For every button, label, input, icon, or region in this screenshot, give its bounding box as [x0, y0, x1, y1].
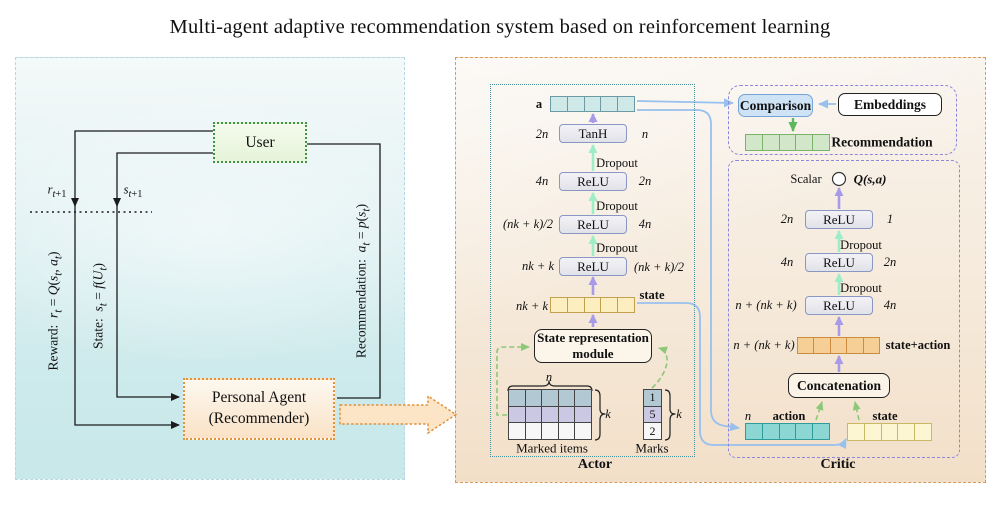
tanh-left-dim: 2n	[535, 126, 549, 141]
recommendation-equation-label: Recommendation: at = p(st)	[353, 203, 373, 359]
blue-routing-lines	[636, 98, 847, 450]
recommendation-vector	[745, 134, 830, 151]
figure-title: Multi-agent adaptive recommendation syst…	[169, 16, 831, 38]
action-vector-label: action	[772, 408, 806, 423]
relu1-left-dim: 4n	[535, 173, 549, 188]
scalar-output-node	[831, 171, 847, 187]
critic-relu-layer-3: ReLU	[805, 296, 873, 315]
critic-section-box	[728, 160, 960, 458]
module-label-line2: module	[572, 346, 614, 361]
recommendation-label: Recommendation	[831, 134, 933, 150]
actor-dropout-label-2: Dropout	[596, 198, 638, 213]
state-vector-dim: nk + k	[515, 298, 549, 313]
state-action-dim: n + (nk + k)	[733, 337, 795, 352]
recommendation-section-box	[728, 85, 957, 155]
marks-caption: Marks	[635, 440, 669, 456]
concatenation-label: Concatenation	[797, 377, 881, 393]
state-equation-label: State: st = f(Ut)	[90, 263, 110, 349]
critic-relu3-right-dim: 4n	[883, 297, 897, 312]
actor-relu-layer-3: ReLU	[559, 257, 627, 276]
actor-dropout-label-1: Dropout	[596, 155, 638, 170]
critic-relu2-left-dim: 4n	[780, 254, 794, 269]
actor-relu-layer-2: ReLU	[559, 215, 627, 234]
relu3-right-dim: (nk + k)/2	[633, 259, 685, 274]
actor-dropout-label-3: Dropout	[596, 240, 638, 255]
state-representation-module: State representation module	[534, 329, 652, 363]
critic-relu3-left-dim: n + (nk + k)	[735, 297, 797, 312]
state-vector-label: state	[639, 287, 665, 302]
mark-value: 1	[644, 390, 662, 407]
action-vector-dim: n	[744, 408, 752, 423]
critic-relu-layer-1: ReLU	[805, 210, 873, 229]
critic-relu1-right-dim: 1	[886, 211, 894, 226]
comparison-label: Comparison	[739, 97, 812, 113]
critic-section-label: Critic	[820, 457, 856, 472]
state-action-label: state+action	[885, 337, 951, 352]
critic-relu-layer-2: ReLU	[805, 253, 873, 272]
embeddings-box: Embeddings	[838, 93, 942, 116]
a-vector-label: a	[535, 96, 543, 111]
agent-to-network-arrow	[339, 394, 458, 435]
relu2-left-dim: (nk + k)/2	[502, 216, 554, 231]
green-dashed-arrows	[496, 343, 861, 421]
agent-label-line2: (Recommender)	[208, 410, 310, 427]
dimension-braces	[507, 380, 676, 441]
dropout-arrows	[588, 144, 844, 295]
mark-value: 5	[644, 406, 662, 424]
scalar-label: Scalar	[790, 171, 822, 186]
user-label: User	[245, 133, 275, 151]
critic-state-vector	[847, 423, 932, 441]
tanh-right-dim: n	[641, 126, 649, 141]
critic-dropout-label-2: Dropout	[840, 280, 882, 295]
marks-rows-dim: k	[676, 406, 682, 421]
action-output-vector	[550, 96, 635, 112]
q-value-label: Q(s,a)	[853, 171, 887, 187]
module-label-line1: State representation	[537, 329, 649, 345]
concatenation-box: Concatenation	[788, 373, 890, 398]
actor-tanh-layer: TanH	[559, 124, 627, 143]
relu1-right-dim: 2n	[638, 173, 652, 188]
embeddings-label: Embeddings	[853, 96, 927, 112]
marks-vector: 1 5 2	[643, 389, 662, 440]
reward-equation-label: Reward: rt = Q(st, at)	[45, 251, 65, 371]
critic-relu1-left-dim: 2n	[780, 211, 794, 226]
agent-label-line1: Personal Agent	[211, 389, 307, 407]
reward-next-label: rt+1	[47, 182, 67, 201]
feedback-loop-lines	[30, 130, 381, 429]
critic-relu2-right-dim: 2n	[883, 254, 897, 269]
actor-section-label: Actor	[577, 457, 613, 472]
relu2-right-dim: 4n	[638, 216, 652, 231]
matrix-cols-dim: n	[545, 369, 553, 384]
comparison-box: Comparison	[738, 94, 813, 117]
relu3-left-dim: nk + k	[521, 258, 555, 273]
state-next-label: st+1	[123, 182, 143, 201]
actor-section-box	[490, 84, 695, 457]
mark-value: 2	[644, 423, 662, 440]
marked-items-caption: Marked items	[516, 440, 588, 456]
purple-flow-arrows	[588, 113, 844, 372]
critic-action-vector	[745, 423, 830, 440]
actor-relu-layer-1: ReLU	[559, 172, 627, 191]
personal-agent-box: Personal Agent (Recommender)	[183, 378, 335, 440]
actor-state-vector	[550, 297, 635, 313]
critic-dropout-label-1: Dropout	[840, 237, 882, 252]
critic-state-vector-label: state	[872, 408, 898, 423]
user-box: User	[213, 122, 307, 163]
marked-items-matrix	[508, 389, 592, 440]
state-action-vector	[797, 337, 881, 354]
matrix-rows-dim: k	[605, 406, 611, 421]
